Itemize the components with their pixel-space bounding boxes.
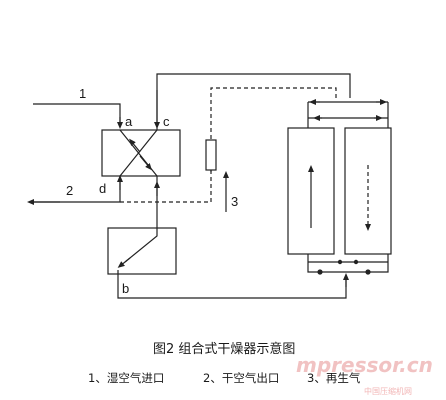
bottom-manifold <box>307 254 389 273</box>
label-2: 2 <box>66 183 73 198</box>
figure-caption: 图2 组合式干燥器示意图 <box>153 341 295 357</box>
legend-item-1: 1、湿空气进口 <box>88 371 164 385</box>
label-c: c <box>163 114 170 129</box>
cross-flow-lines <box>119 129 158 177</box>
adsorber-tower-left <box>287 127 335 255</box>
label-b: b <box>122 281 129 296</box>
legend-item-2: 2、干空气出口 <box>203 371 279 385</box>
dry-air-outlet-line <box>30 176 121 203</box>
watermark-logo: mpressor.cn <box>296 353 433 377</box>
label-d: d <box>99 181 106 196</box>
top-manifold <box>307 101 389 128</box>
label-1: 1 <box>79 86 86 101</box>
regeneration-gas-line <box>120 87 337 203</box>
heater-element <box>205 139 217 171</box>
legend-item-3: 3、再生气 <box>307 371 361 385</box>
lower-valve-block <box>107 227 177 275</box>
wet-air-inlet-line <box>33 103 121 125</box>
upper-valve-block <box>101 129 181 177</box>
adsorber-tower-right <box>344 127 392 255</box>
line-b-bottom <box>117 270 347 299</box>
label-3: 3 <box>231 194 238 209</box>
watermark-site: 中国压缩机网 <box>364 386 412 396</box>
label-a: a <box>125 114 133 129</box>
